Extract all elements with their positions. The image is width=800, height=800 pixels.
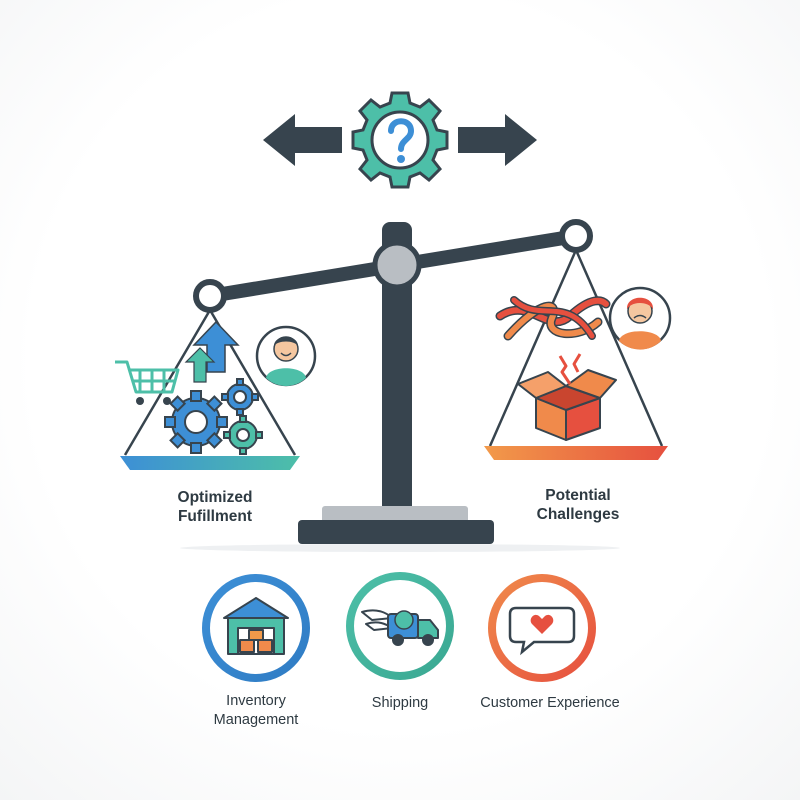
shopping-cart-icon [115, 360, 180, 405]
damaged-box-icon [517, 353, 617, 441]
tangled-rope-icon [495, 296, 611, 341]
scale-stand [180, 222, 620, 552]
heart-speech-bubble-icon [508, 606, 576, 656]
question-gear-icon [351, 91, 449, 189]
delivery-truck-icon [361, 609, 439, 646]
right-pan-label-line1: Potential [545, 487, 611, 504]
customer-experience-circle [488, 574, 596, 682]
shipping-label-text: Shipping [371, 695, 429, 711]
happy-person-avatar-icon [255, 325, 317, 387]
right-pan [484, 249, 668, 460]
inventory-label-line1: Inventory [226, 693, 286, 709]
inventory-label-line2: Management [213, 712, 299, 728]
customer-experience-label: Customer Experience [452, 694, 648, 713]
shipping-label: Shipping [320, 694, 480, 713]
inventory-management-label: Inventory Management [176, 692, 336, 730]
warehouse-icon [223, 597, 289, 655]
left-pan-label-line1: Optimized [177, 489, 253, 506]
gears-icon [164, 378, 263, 455]
shipping-circle [346, 572, 454, 680]
sad-person-avatar-icon [608, 286, 672, 350]
left-pan-label: Optimized Fufillment [135, 488, 295, 526]
right-arrow-icon [458, 114, 537, 166]
customer-experience-label-text: Customer Experience [480, 695, 620, 711]
right-pan-label-line2: Challenges [536, 506, 620, 523]
left-arrow-icon [263, 114, 342, 166]
inventory-management-circle [202, 574, 310, 682]
left-pan-label-line2: Fufillment [177, 508, 253, 525]
growth-arrow-icon [184, 320, 240, 383]
right-pan-label: Potential Challenges [498, 486, 658, 524]
